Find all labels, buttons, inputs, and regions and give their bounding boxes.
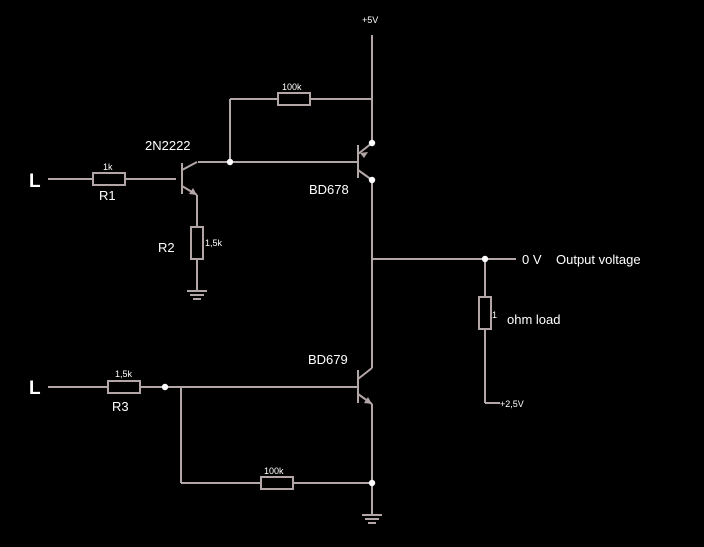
load-ref-label: +2,5V <box>500 399 524 409</box>
q1-label: 2N2222 <box>145 138 191 153</box>
transistor-q1-npn <box>181 161 198 196</box>
ground-symbol-bottom <box>362 514 382 524</box>
feedback-bottom-value: 100k <box>264 466 284 476</box>
r3-label: R3 <box>112 399 129 414</box>
resistor-feedback-bottom <box>260 476 294 490</box>
load-value: 1 <box>492 310 497 320</box>
transistor-q3-npn <box>357 367 373 405</box>
resistor-r2 <box>190 226 204 260</box>
r1-label: R1 <box>99 188 116 203</box>
q3-label: BD679 <box>308 352 348 367</box>
r3-value: 1,5k <box>115 369 133 379</box>
resistor-r3 <box>107 380 141 394</box>
q2-label: BD678 <box>309 182 349 197</box>
wires <box>48 35 516 514</box>
junction-dots <box>161 139 489 487</box>
r2-label: R2 <box>158 240 175 255</box>
input-bottom-label: L <box>29 378 41 399</box>
output-value-label: 0 V <box>522 252 542 267</box>
input-top-label: L <box>29 171 41 192</box>
r1-value: 1k <box>103 162 113 172</box>
transistor-q2-pnp <box>357 142 373 181</box>
resistor-load <box>478 296 492 330</box>
supply-label: +5V <box>362 15 378 25</box>
feedback-top-value: 100k <box>282 82 302 92</box>
resistor-r1 <box>92 172 126 186</box>
r2-value: 1,5k <box>205 238 223 248</box>
ground-symbol-top <box>187 290 207 300</box>
resistor-feedback-top <box>277 92 311 106</box>
output-name-label: Output voltage <box>556 252 641 267</box>
load-name-label: ohm load <box>507 312 560 327</box>
